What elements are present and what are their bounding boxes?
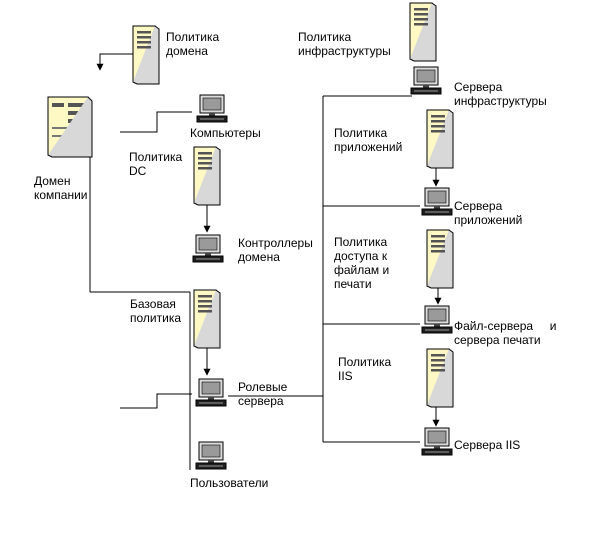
label-file-print-policy: Политика доступа к файлам и печати [334, 235, 390, 291]
server-tower-icon [426, 348, 454, 408]
label-iis-servers: Сервера IIS [454, 438, 521, 452]
label-file-print-servers: Файл-сервера и сервера печати [454, 319, 557, 347]
label-base-policy: Базовая политика [130, 297, 181, 325]
workstation-icon [195, 441, 227, 470]
workstation-icon [421, 305, 453, 334]
label-infra-servers: Сервера инфраструктуры [454, 80, 547, 108]
label-domain-policy: Политика домена [166, 30, 220, 58]
server-tower-icon [193, 289, 221, 349]
label-company-domain: Домен компании [34, 174, 88, 202]
domain-server-icon [47, 96, 93, 158]
workstation-icon [196, 94, 228, 123]
workstation-icon [421, 427, 453, 456]
label-dc-policy: Политика DC [129, 150, 183, 178]
label-role-servers: Ролевые сервера [238, 380, 288, 408]
workstation-icon [192, 234, 224, 263]
label-domain-controllers: Контроллеры домена [238, 236, 313, 264]
label-users: Пользователи [190, 476, 269, 490]
server-tower-icon [426, 229, 454, 289]
label-app-policy: Политика приложений [334, 126, 403, 154]
label-app-servers: Сервера приложений [454, 199, 523, 227]
label-iis-policy: Политика IIS [338, 355, 392, 383]
connectors [89, 53, 442, 470]
label-infra-policy: Политика инфраструктуры [298, 30, 391, 58]
workstation-icon [410, 66, 442, 95]
server-tower-icon [193, 146, 221, 206]
workstation-icon [195, 378, 227, 407]
workstation-icon [421, 187, 453, 216]
server-tower-icon [409, 2, 437, 62]
label-computers: Компьютеры [190, 126, 261, 140]
server-tower-icon [426, 109, 454, 169]
server-tower-icon [132, 25, 160, 85]
